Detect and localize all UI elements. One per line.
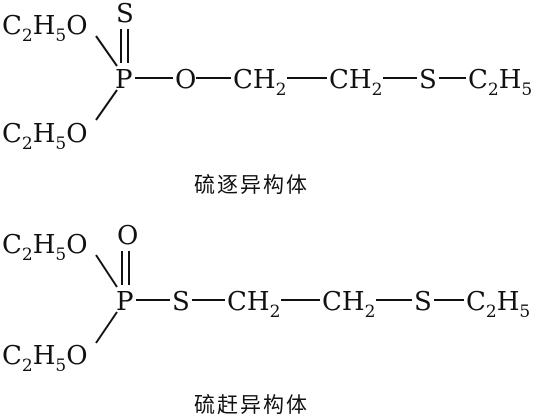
ethoxy-group-lower: C2H5O bbox=[2, 119, 88, 154]
thiolo-sulfur: S bbox=[172, 287, 190, 317]
phosphorus-atom: P bbox=[115, 65, 133, 95]
bond-p-lower-o bbox=[95, 311, 118, 344]
ethoxy-group-upper: C2H5O bbox=[2, 230, 88, 265]
structure-thiolo-isomer: C2H5O C2H5O O P S CH2 CH2 S C2H5 硫赶异构体 bbox=[2, 221, 530, 417]
caption-thiolo-isomer: 硫赶异构体 bbox=[194, 393, 309, 417]
thioether-sulfur: S bbox=[414, 287, 432, 317]
methylene-2: CH2 bbox=[329, 65, 382, 100]
phosphoryl-oxygen-atom: O bbox=[117, 221, 138, 251]
methylene-1: CH2 bbox=[227, 287, 280, 322]
ethyl-group: C2H5 bbox=[468, 65, 532, 100]
thioether-sulfur: S bbox=[419, 65, 437, 95]
methylene-1: CH2 bbox=[233, 65, 286, 100]
bond-p-lower-o bbox=[95, 89, 118, 121]
phosphorus-atom: P bbox=[116, 287, 134, 317]
thiono-sulfur-atom: S bbox=[116, 0, 134, 29]
ethoxy-group-lower: C2H5O bbox=[2, 341, 88, 376]
ethyl-group: C2H5 bbox=[466, 287, 530, 322]
methylene-2: CH2 bbox=[322, 287, 375, 322]
bond-p-upper-o bbox=[95, 35, 118, 67]
structure-thiono-isomer: C2H5O C2H5O S P O CH2 CH2 S C2H5 硫逐异构体 bbox=[2, 0, 532, 197]
ethoxy-group-upper: C2H5O bbox=[2, 11, 88, 46]
caption-thiono-isomer: 硫逐异构体 bbox=[194, 173, 309, 197]
chain-oxygen: O bbox=[175, 65, 196, 95]
bond-p-upper-o bbox=[95, 254, 118, 288]
